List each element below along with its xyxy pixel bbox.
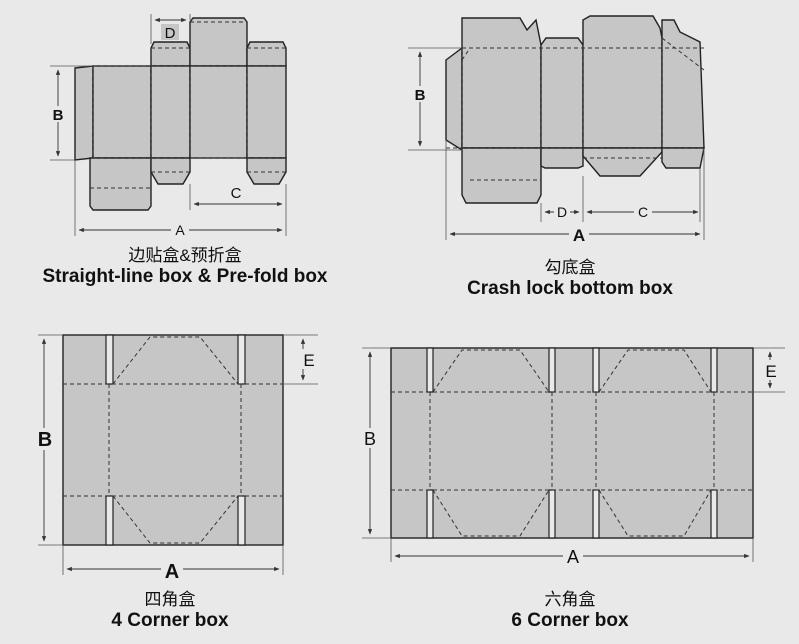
caption-english: Crash lock bottom box <box>467 278 673 299</box>
dimension-label-d: D <box>557 204 567 220</box>
caption-english: 4 Corner box <box>111 610 229 631</box>
4-corner-box-diagram: B E A <box>34 334 318 583</box>
4-corner-box-caption: 四角盒 4 Corner box <box>70 590 270 632</box>
caption-english: Straight-line box & Pre-fold box <box>42 266 328 287</box>
caption-chinese: 边贴盒&预折盒 <box>128 246 242 265</box>
caption-english: 6 Corner box <box>511 610 629 631</box>
crash-lock-bottom-box-diagram: B D C A <box>408 15 705 245</box>
dimension-label-e: E <box>303 351 314 370</box>
dimension-label-e: E <box>765 362 776 381</box>
caption-chinese: 勾底盒 <box>544 258 596 277</box>
6-corner-box-diagram: B E A <box>360 347 785 567</box>
6-corner-box-caption: 六角盒 6 Corner box <box>470 590 670 632</box>
dimension-label-d: D <box>165 25 176 42</box>
dimension-label-a: A <box>175 222 185 238</box>
dimension-label-b: B <box>38 429 52 451</box>
dimension-label-c: C <box>231 185 242 202</box>
caption-chinese: 四角盒 <box>144 590 196 609</box>
dimension-label-b: B <box>53 107 64 124</box>
straight-line-box-diagram: B D C A <box>49 14 287 238</box>
dimension-label-a: A <box>165 561 179 583</box>
dimension-label-b: B <box>415 87 426 104</box>
dimension-label-a: A <box>573 226 585 245</box>
crash-lock-bottom-box-caption: 勾底盒 Crash lock bottom box <box>420 258 720 300</box>
dimension-label-b: B <box>364 429 376 449</box>
straight-line-box-caption: 边贴盒&预折盒 Straight-line box & Pre-fold box <box>20 246 350 288</box>
dimension-label-c: C <box>638 204 648 220</box>
caption-chinese: 六角盒 <box>544 590 596 609</box>
dimension-label-a: A <box>567 547 579 567</box>
